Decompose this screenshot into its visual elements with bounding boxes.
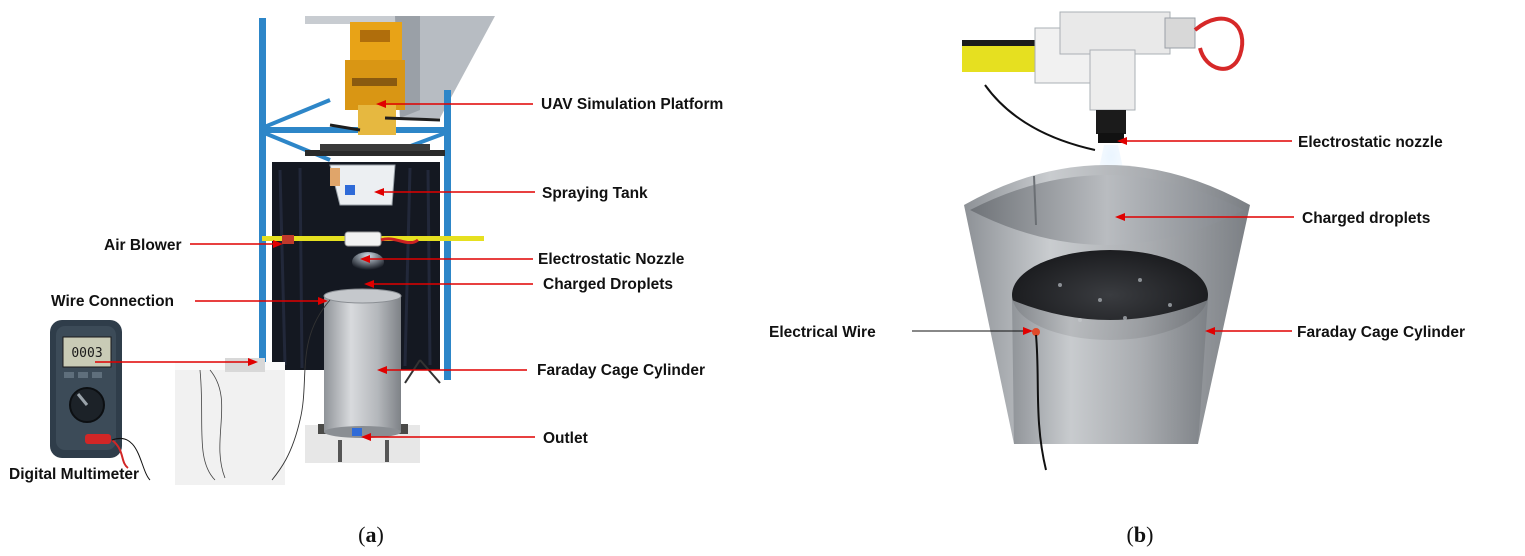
label-spraying-tank: Spraying Tank (542, 185, 648, 202)
caption-b: (b) (1127, 522, 1154, 547)
label-electrostatic-nozzle-b: Electrostatic nozzle (1298, 134, 1443, 151)
panel-b-annotations (912, 137, 1294, 335)
label-charged-droplets-b: Charged droplets (1302, 210, 1430, 227)
panel-a-annotations (95, 100, 535, 441)
caption-a: (a) (358, 522, 384, 547)
label-uav-simulation-platform: UAV Simulation Platform (541, 96, 723, 113)
label-wire-connection: Wire Connection (51, 293, 174, 310)
panel-a-photo: 0003 (50, 16, 495, 485)
panel-b-photo (962, 11, 1250, 471)
label-electrostatic-nozzle-a: Electrostatic Nozzle (538, 251, 685, 268)
label-outlet: Outlet (543, 430, 588, 447)
multimeter-readout: 0003 (71, 346, 102, 361)
label-charged-droplets-a: Charged Droplets (543, 276, 673, 293)
label-faraday-cage-cylinder-a: Faraday Cage Cylinder (537, 362, 705, 379)
label-faraday-cage-cylinder-b: Faraday Cage Cylinder (1297, 324, 1465, 341)
label-air-blower: Air Blower (104, 237, 182, 254)
label-digital-multimeter: Digital Multimeter (9, 466, 139, 483)
label-electrical-wire: Electrical Wire (769, 324, 876, 341)
